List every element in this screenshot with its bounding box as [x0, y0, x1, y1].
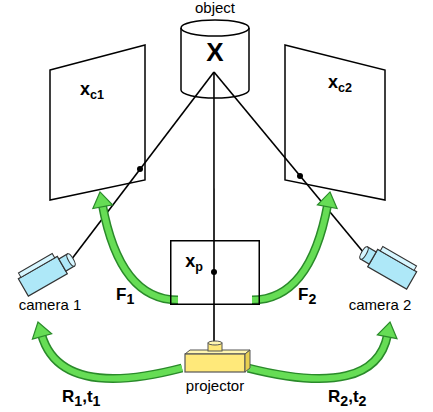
arrow-body — [252, 205, 328, 300]
camera-icon: camera 2 — [335, 238, 430, 310]
projector-plane — [170, 240, 260, 305]
device-label: camera 2 — [349, 297, 412, 314]
point-label: xc1 — [80, 80, 104, 103]
arrow-head — [377, 322, 397, 339]
device-label: projector — [186, 378, 244, 395]
arrow-head — [32, 322, 51, 339]
ray-line — [71, 72, 214, 260]
edge-label: F1 — [116, 286, 134, 308]
arrow-head — [317, 192, 337, 209]
arrow-outline — [102, 205, 178, 300]
transform-arrow — [93, 192, 178, 300]
edge-label: R2,t2 — [328, 388, 366, 410]
projector-plane: xp — [170, 240, 260, 305]
arrow-outline — [252, 205, 328, 300]
point-label: xp — [185, 252, 203, 275]
camera-icon: camera 1 — [5, 245, 100, 315]
arrow-head — [93, 192, 113, 209]
point-label: X — [206, 38, 223, 67]
transform-arrow — [248, 322, 397, 379]
edge-label: F2 — [298, 286, 316, 308]
transform-arrow — [32, 322, 182, 379]
arrow-body — [248, 335, 388, 379]
arrow-outline — [248, 335, 388, 379]
arrow-outline — [41, 335, 181, 379]
image-plane: xc1 — [50, 45, 145, 200]
ray-line — [214, 72, 364, 253]
arrow-body — [41, 335, 181, 379]
projection-ray — [214, 72, 364, 253]
projection-ray — [71, 72, 214, 260]
image-plane: xc2 — [285, 45, 385, 200]
device-label: camera 1 — [19, 297, 82, 314]
transform-arrow — [252, 192, 337, 300]
projector-icon: projector — [170, 340, 260, 400]
image-plane — [50, 45, 145, 200]
object-heading: object — [195, 0, 235, 17]
image-plane — [285, 45, 385, 200]
edge-label: R1,t1 — [62, 388, 100, 410]
point-label: xc2 — [328, 73, 352, 96]
arrow-body — [102, 205, 178, 300]
object-cylinder: objectX — [178, 0, 252, 98]
